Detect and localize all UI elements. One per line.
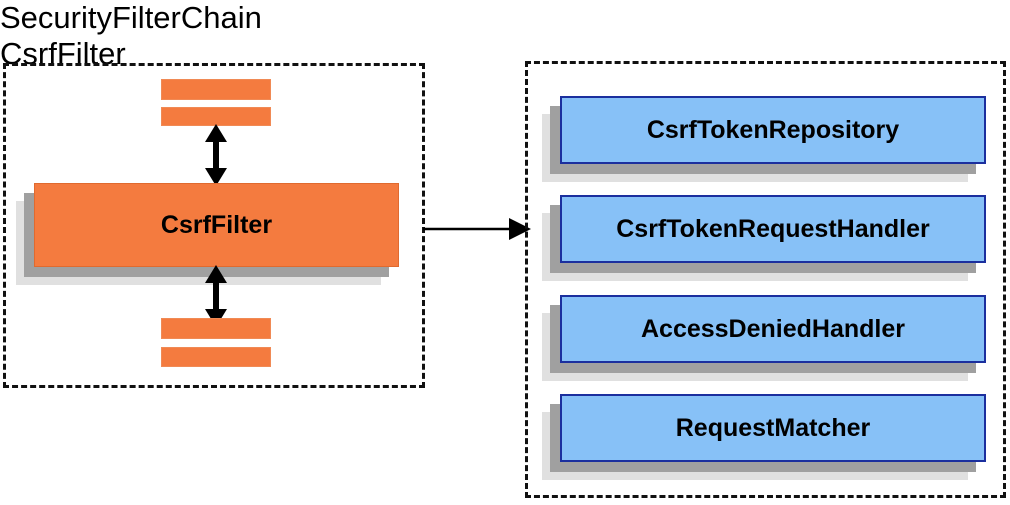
csrf-filter-node[interactable]: CsrfFilter — [16, 183, 399, 285]
filter-bar-bottom-2 — [161, 347, 271, 367]
filter-bar-bottom-1 — [161, 318, 271, 339]
collaborator-label: RequestMatcher — [675, 413, 871, 442]
security-filter-chain-container — [3, 63, 425, 388]
collaborator-label: CsrfTokenRequestHandler — [616, 214, 930, 243]
collaborator-access-denied-handler[interactable]: AccessDeniedHandler — [542, 295, 986, 381]
left-panel-title: SecurityFilterChain — [0, 0, 262, 35]
expansion-arrow — [421, 214, 533, 244]
collaborator-request-matcher[interactable]: RequestMatcher — [542, 394, 986, 480]
collaborator-label: AccessDeniedHandler — [640, 314, 905, 343]
collaborator-csrf-token-repository[interactable]: CsrfTokenRepository — [542, 96, 986, 182]
filter-bar-top-1 — [161, 79, 271, 100]
csrf-filter-container — [525, 61, 1006, 498]
collaborator-face: CsrfTokenRepository — [560, 96, 986, 164]
collaborator-face: AccessDeniedHandler — [560, 295, 986, 363]
csrf-filter-face: CsrfFilter — [34, 183, 399, 267]
upper-double-arrow — [196, 124, 236, 186]
collaborator-face: RequestMatcher — [560, 394, 986, 462]
csrf-filter-label: CsrfFilter — [160, 210, 273, 239]
collaborator-label: CsrfTokenRepository — [646, 115, 900, 144]
collaborator-csrf-token-request-handler[interactable]: CsrfTokenRequestHandler — [542, 195, 986, 281]
collaborator-face: CsrfTokenRequestHandler — [560, 195, 986, 263]
